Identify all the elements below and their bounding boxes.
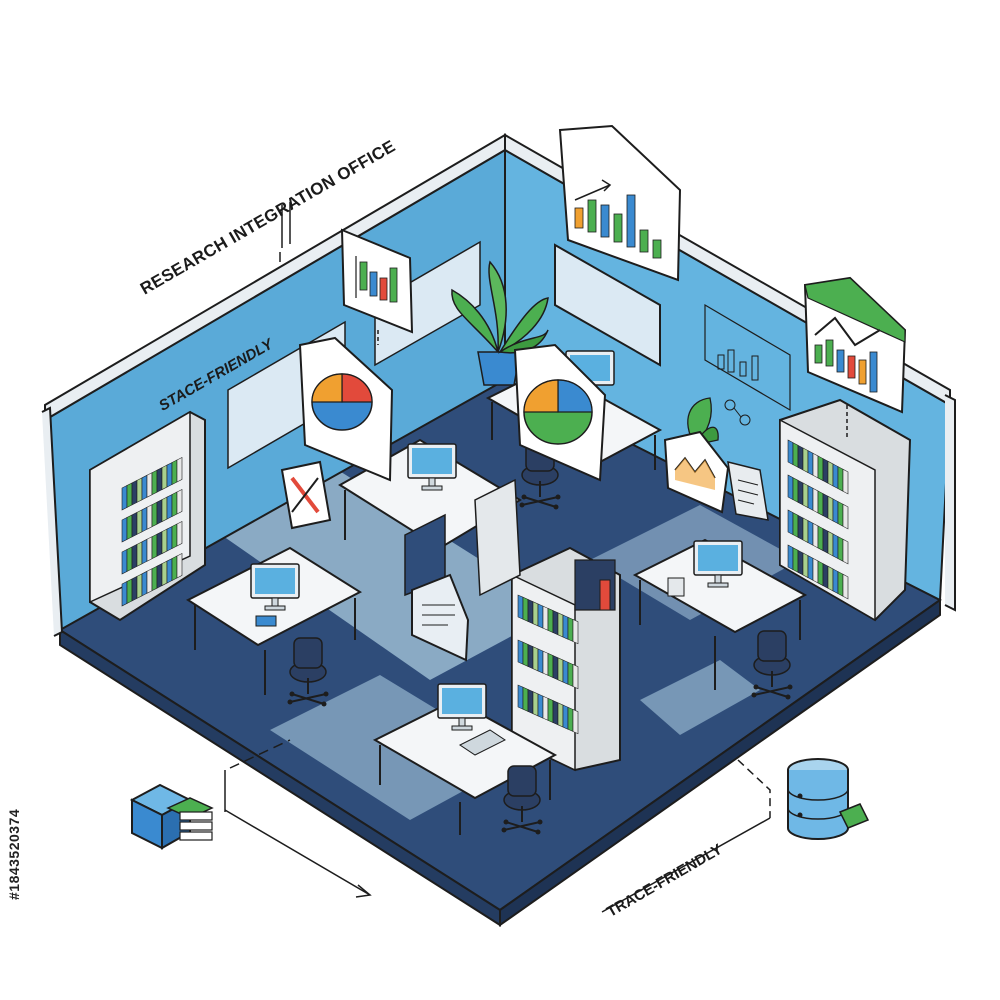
tools-icon: [280, 460, 332, 530]
bookshelf-icon: [779, 398, 912, 622]
desk-right: [632, 538, 808, 701]
bookshelf-icon: [511, 546, 621, 772]
dimension-arrow: [224, 739, 372, 898]
chat-bubble-icon: [411, 573, 470, 662]
bar-chart-icon: [340, 228, 414, 345]
pie-chart-icon: [298, 336, 394, 482]
line-chart-icon: [803, 276, 907, 440]
chart-screen-icon: [663, 430, 769, 521]
pie-chart-icon: [513, 343, 607, 482]
desk-left: [185, 546, 363, 708]
database-icon: [787, 758, 870, 840]
dimension-arrow: [601, 759, 771, 913]
bar-chart-icon: [558, 124, 682, 282]
data-cube-icon: [129, 783, 214, 850]
desk-front: [372, 683, 558, 836]
bookshelf-icon: [89, 410, 206, 622]
stock-id-watermark: #1843520374: [6, 808, 22, 900]
